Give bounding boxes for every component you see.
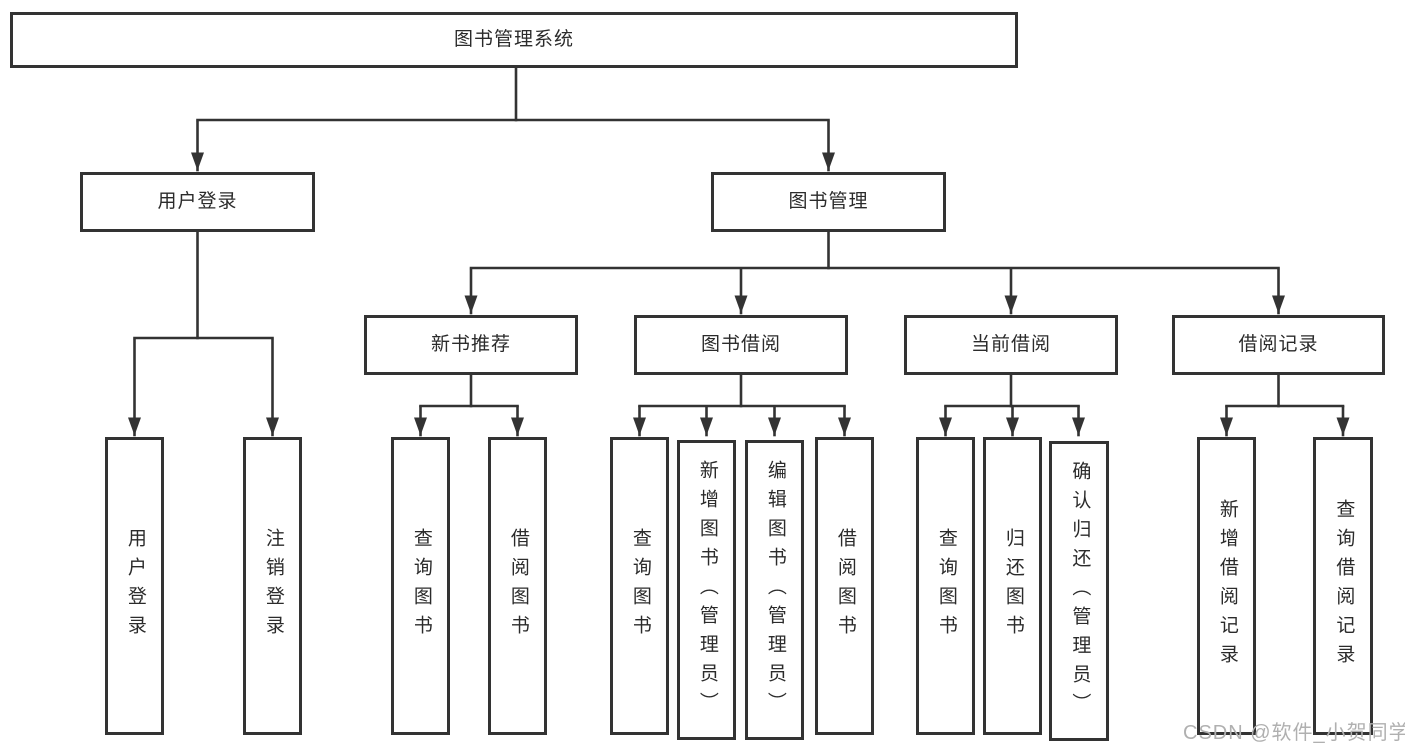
node-book-manage: 图书管理 bbox=[711, 172, 946, 232]
leaf-nb-query-books: 查询图书 bbox=[391, 437, 450, 735]
leaf-cb-confirm-return: 确认归还（管理员） bbox=[1049, 441, 1109, 741]
leaf-bb-borrow-books: 借阅图书 bbox=[815, 437, 874, 735]
leaf-bb-edit-books: 编辑图书（管理员） bbox=[745, 440, 804, 740]
leaf-br-add-record: 新增借阅记录 bbox=[1197, 437, 1256, 735]
node-book-borrow: 图书借阅 bbox=[634, 315, 848, 375]
leaf-logout: 注销登录 bbox=[243, 437, 302, 735]
node-current-borrow: 当前借阅 bbox=[904, 315, 1118, 375]
leaf-nb-borrow-books: 借阅图书 bbox=[488, 437, 547, 735]
node-user-login: 用户登录 bbox=[80, 172, 315, 232]
leaf-cb-return-books: 归还图书 bbox=[983, 437, 1042, 735]
leaf-user-login: 用户登录 bbox=[105, 437, 164, 735]
leaf-bb-add-books: 新增图书（管理员） bbox=[677, 440, 736, 740]
node-borrow-records: 借阅记录 bbox=[1172, 315, 1385, 375]
leaf-br-query-record: 查询借阅记录 bbox=[1313, 437, 1373, 735]
csdn-watermark: CSDN @软件_小贺同学 bbox=[1183, 722, 1405, 744]
node-new-books: 新书推荐 bbox=[364, 315, 578, 375]
leaf-cb-query-books: 查询图书 bbox=[916, 437, 975, 735]
leaf-bb-query-books: 查询图书 bbox=[610, 437, 669, 735]
node-root: 图书管理系统 bbox=[10, 12, 1018, 68]
